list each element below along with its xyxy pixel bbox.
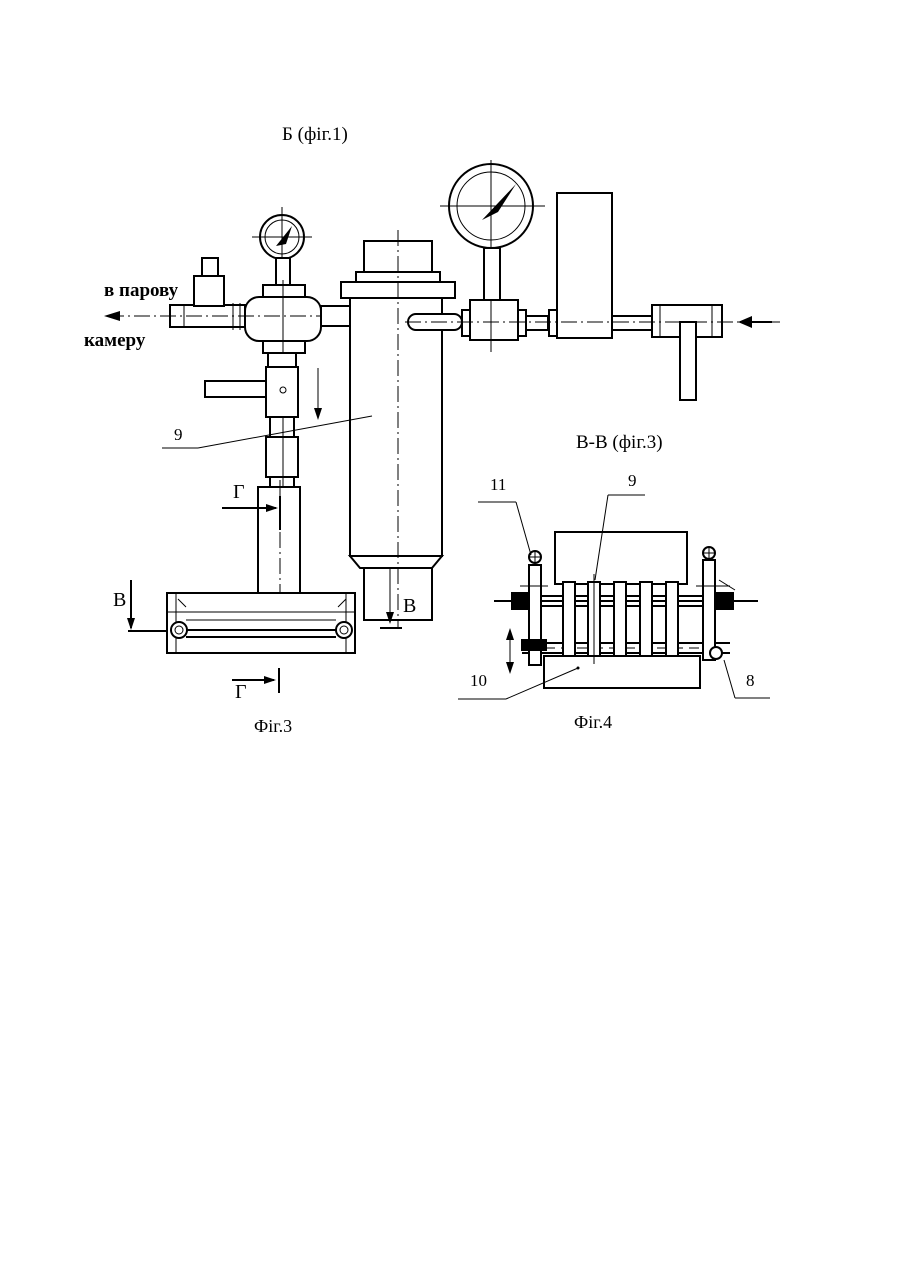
to-steam-chamber-line2: камеру bbox=[84, 330, 146, 351]
section-v-left-label: В bbox=[113, 589, 126, 611]
lower-casing bbox=[544, 656, 700, 688]
manifold-box bbox=[167, 593, 355, 653]
to-steam-chamber-line1: в парову bbox=[104, 280, 179, 301]
left-guide-rod bbox=[506, 551, 548, 674]
upper-casing bbox=[555, 532, 687, 584]
ref-9-top-label: 9 bbox=[174, 425, 183, 444]
main-column: В bbox=[341, 230, 455, 628]
ref-9-section-label: 9 bbox=[628, 471, 637, 490]
view-b-title: Б (фіг.1) bbox=[282, 124, 348, 145]
fig4-caption: Фіг.4 bbox=[574, 712, 612, 732]
section-v-left-mark: В bbox=[113, 580, 168, 631]
section-v-right-label: В bbox=[403, 595, 416, 617]
ref-8-leader: 8 bbox=[724, 660, 770, 698]
section-vv-title: В-В (фіг.3) bbox=[576, 432, 663, 453]
ref-10-label: 10 bbox=[470, 671, 487, 690]
section-g-top-label: Г bbox=[233, 481, 245, 503]
figure-4-section: 11 9 10 8 bbox=[458, 471, 770, 699]
ref-11-label: 11 bbox=[490, 475, 506, 494]
section-g-bottom-mark: Г bbox=[232, 668, 279, 703]
ref-8-label: 8 bbox=[746, 671, 755, 690]
four-way-valve bbox=[245, 280, 321, 360]
ref-11-leader: 11 bbox=[478, 475, 531, 555]
fig3-caption: Фіг.3 bbox=[254, 716, 292, 736]
valve-to-column-pipe bbox=[321, 306, 351, 326]
section-g-bottom-label: Г bbox=[235, 681, 247, 703]
left-pressure-gauge bbox=[252, 207, 312, 286]
tube-bundle bbox=[563, 574, 678, 664]
vertical-pipe bbox=[205, 353, 322, 500]
